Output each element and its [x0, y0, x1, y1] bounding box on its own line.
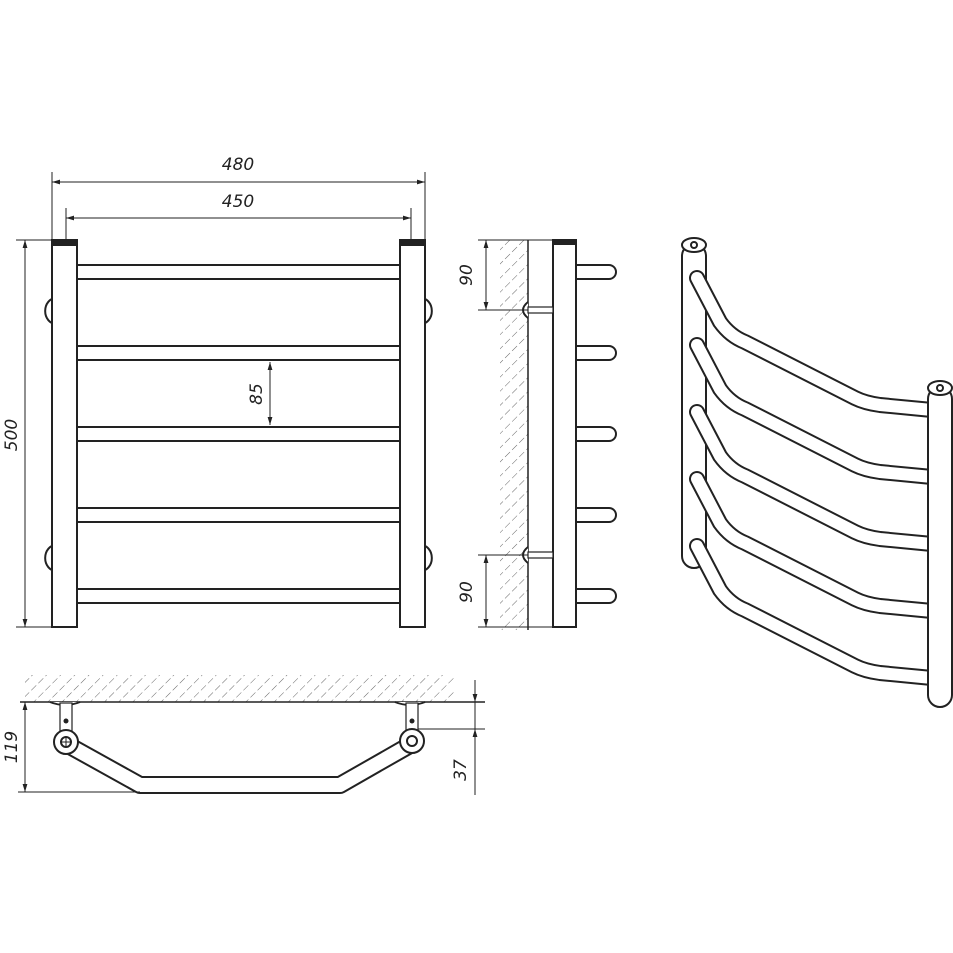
front-rung [67, 507, 411, 523]
left-post [51, 239, 78, 628]
perspective-rung [689, 337, 940, 485]
front-rungs [67, 264, 411, 604]
front-rung [67, 264, 411, 280]
side-post [552, 239, 577, 628]
dim-90-bottom: 90 [457, 581, 477, 603]
perspective-rung [689, 404, 940, 552]
perspective-rung [689, 471, 940, 619]
perspective-rungs [689, 270, 940, 686]
front-view: 480 450 500 85 [2, 155, 433, 628]
dim-480: 480 [222, 155, 254, 175]
dim-85: 85 [247, 383, 267, 405]
dim-450: 450 [222, 192, 254, 212]
right-post [399, 239, 426, 628]
side-view: 90 90 [457, 239, 617, 630]
wall-hatch-bottom [25, 675, 455, 702]
perspective-rung [689, 270, 940, 418]
perspective-view [681, 237, 953, 708]
dim-90-top: 90 [457, 264, 477, 286]
dim-37: 37 [451, 759, 471, 781]
dim-119: 119 [2, 731, 22, 763]
front-rung [67, 588, 411, 604]
dim-500: 500 [2, 419, 22, 451]
wall-hatch [500, 240, 528, 630]
front-rung [67, 426, 411, 442]
front-rung [67, 345, 411, 361]
right-post-3d [927, 386, 953, 708]
perspective-rung [689, 538, 940, 686]
bottom-view: 119 37 [2, 675, 485, 795]
